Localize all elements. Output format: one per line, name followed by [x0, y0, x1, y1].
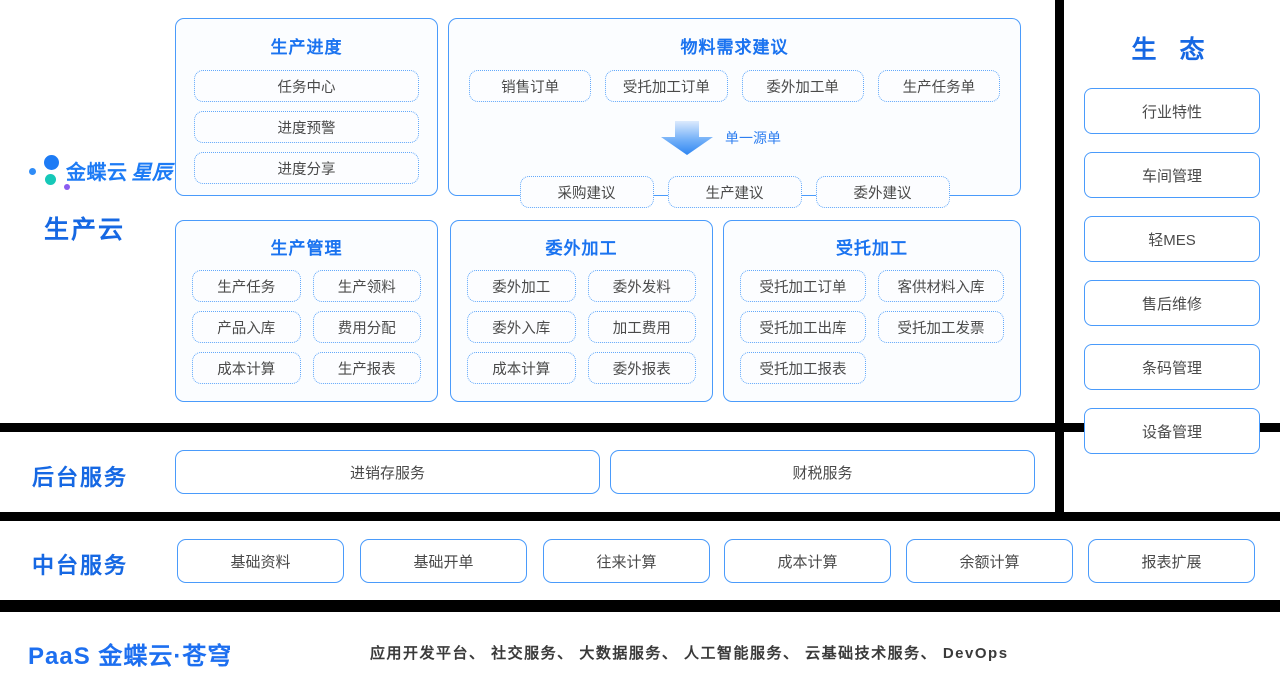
- chip-entrusted-report[interactable]: 受托加工报表: [740, 352, 866, 384]
- middle-item-basic-data[interactable]: 基础资料: [177, 539, 344, 583]
- brand-name-sub: 星辰: [131, 162, 173, 184]
- eco-item-industry-features[interactable]: 行业特性: [1084, 88, 1260, 134]
- logo-dot-teal: [45, 174, 56, 185]
- chip-production-report[interactable]: 生产报表: [312, 352, 421, 384]
- chip-entrusted-order[interactable]: 受托加工订单: [740, 270, 866, 302]
- paas-row: PaaS 金蝶云·苍穹 应用开发平台、 社交服务、 大数据服务、 人工智能服务、…: [0, 612, 1280, 690]
- paas-title: PaaS 金蝶云·苍穹: [28, 643, 233, 670]
- chip-cost-calculation-pm[interactable]: 成本计算: [192, 352, 301, 384]
- card-title-outsourced-processing: 委外加工: [545, 239, 618, 258]
- kingdee-dots-logo: 金蝶云星辰: [12, 150, 172, 196]
- middle-platform-label: 中台服务: [32, 553, 129, 578]
- service-finance-tax[interactable]: 财税服务: [610, 450, 1035, 494]
- chip-cost-calculation-op[interactable]: 成本计算: [467, 352, 576, 384]
- chip-task-center[interactable]: 任务中心: [194, 70, 419, 102]
- middle-item-report-extension[interactable]: 报表扩展: [1088, 539, 1255, 583]
- card-outsourced-processing: 委外加工 委外加工 委外发料 委外入库 加工费用 成本计算 委外报表: [450, 220, 713, 402]
- chip-outsourced-processing[interactable]: 委外加工: [467, 270, 576, 302]
- production-cloud-row: 金蝶云星辰 生产云 生产进度 任务中心 进度预警 进度分享 物料需求建议 销售订…: [12, 18, 1021, 402]
- eco-item-light-mes[interactable]: 轻MES: [1084, 216, 1260, 262]
- chip-outsourced-processing-order[interactable]: 委外加工单: [741, 70, 864, 102]
- middle-item-transaction-calc[interactable]: 往来计算: [543, 539, 710, 583]
- eco-item-after-sales-repair[interactable]: 售后维修: [1084, 280, 1260, 326]
- logo-dot-purple: [64, 184, 70, 190]
- eco-item-equipment-management[interactable]: 设备管理: [1084, 408, 1260, 454]
- divider-bar-1: [0, 423, 1280, 432]
- chip-progress-share[interactable]: 进度分享: [194, 152, 419, 184]
- logo-dot-large-blue: [44, 155, 59, 170]
- card-material-requirement: 物料需求建议 销售订单 受托加工订单 委外加工单 生产任务单: [448, 18, 1021, 208]
- single-source-arrow-group: 单一源单: [659, 119, 781, 157]
- divider-bar-2: [0, 512, 1280, 521]
- card-production-progress: 生产进度 任务中心 进度预警 进度分享: [175, 18, 438, 196]
- eco-item-workshop-management[interactable]: 车间管理: [1084, 152, 1260, 198]
- brand-name: 金蝶云星辰: [66, 156, 173, 185]
- chip-processing-fee[interactable]: 加工费用: [587, 311, 696, 343]
- chip-outsourcing-suggestion[interactable]: 委外建议: [815, 176, 950, 208]
- middle-platform-row: 中台服务 基础资料 基础开单 往来计算 成本计算 余额计算 报表扩展: [0, 521, 1280, 600]
- chip-cost-allocation[interactable]: 费用分配: [312, 311, 421, 343]
- divider-bar-vertical: [1055, 0, 1064, 512]
- chip-row-suggestions: 采购建议 生产建议 委外建议: [449, 176, 1020, 208]
- backend-services-label: 后台服务: [32, 465, 129, 490]
- paas-services-list: 应用开发平台、 社交服务、 大数据服务、 人工智能服务、 云基础技术服务、 De…: [370, 645, 1009, 662]
- chip-purchase-suggestion[interactable]: 采购建议: [519, 176, 654, 208]
- chip-sales-order[interactable]: 销售订单: [469, 70, 592, 102]
- chip-row-source-orders: 销售订单 受托加工订单 委外加工单 生产任务单: [449, 70, 1020, 102]
- chip-entrusted-outbound[interactable]: 受托加工出库: [740, 311, 866, 343]
- card-title-material-requirement: 物料需求建议: [680, 38, 789, 57]
- chip-entrusted-invoice[interactable]: 受托加工发票: [878, 311, 1004, 343]
- chip-customer-material-inbound[interactable]: 客供材料入库: [878, 270, 1004, 302]
- cloud-label: 生产云: [44, 216, 126, 244]
- single-source-label: 单一源单: [725, 130, 781, 146]
- ecosystem-column: 生 态 行业特性 车间管理 轻MES 售后维修 条码管理 设备管理: [1064, 0, 1280, 508]
- chip-product-inbound[interactable]: 产品入库: [192, 311, 301, 343]
- middle-item-basic-billing[interactable]: 基础开单: [360, 539, 527, 583]
- logo-dot-small-blue: [29, 168, 36, 175]
- down-arrow-icon: [661, 121, 713, 155]
- chip-entrusted-processing-order[interactable]: 受托加工订单: [605, 70, 728, 102]
- chip-production-suggestion[interactable]: 生产建议: [667, 176, 802, 208]
- brand-block: 金蝶云星辰 生产云: [12, 150, 172, 250]
- chip-production-picking[interactable]: 生产领料: [312, 270, 421, 302]
- service-inventory[interactable]: 进销存服务: [175, 450, 600, 494]
- brand-name-main: 金蝶云: [66, 162, 128, 184]
- card-title-production-progress: 生产进度: [270, 38, 343, 57]
- card-title-production-management: 生产管理: [270, 239, 343, 258]
- chip-grid-entrusted-processing: 受托加工订单 客供材料入库 受托加工出库 受托加工发票 受托加工报表: [740, 270, 1004, 384]
- chip-outsourced-report[interactable]: 委外报表: [587, 352, 696, 384]
- chip-grid-production-management: 生产任务 生产领料 产品入库 费用分配 成本计算 生产报表: [192, 270, 421, 384]
- card-production-management: 生产管理 生产任务 生产领料 产品入库 费用分配 成本计算 生产报表: [175, 220, 438, 402]
- chip-grid-outsourced-processing: 委外加工 委外发料 委外入库 加工费用 成本计算 委外报表: [467, 270, 696, 384]
- chip-production-task[interactable]: 生产任务: [192, 270, 301, 302]
- middle-item-balance-calc[interactable]: 余额计算: [906, 539, 1073, 583]
- chip-outsourced-inbound[interactable]: 委外入库: [467, 311, 576, 343]
- chip-production-task-order[interactable]: 生产任务单: [877, 70, 1000, 102]
- ecosystem-list: 行业特性 车间管理 轻MES 售后维修 条码管理 设备管理: [1064, 88, 1280, 454]
- ecosystem-title: 生 态: [1131, 36, 1213, 64]
- middle-item-cost-calc[interactable]: 成本计算: [724, 539, 891, 583]
- backend-services-row: 后台服务 进销存服务 财税服务: [0, 432, 1055, 512]
- card-entrusted-processing: 受托加工 受托加工订单 客供材料入库 受托加工出库 受托加工发票 受托加工报表: [723, 220, 1021, 402]
- eco-item-barcode-management[interactable]: 条码管理: [1084, 344, 1260, 390]
- divider-bar-3: [0, 600, 1280, 612]
- card-title-entrusted-processing: 受托加工: [836, 239, 908, 258]
- chip-progress-alert[interactable]: 进度预警: [194, 111, 419, 143]
- chip-outsourced-issue[interactable]: 委外发料: [587, 270, 696, 302]
- chip-list-production-progress: 任务中心 进度预警 进度分享: [194, 70, 419, 184]
